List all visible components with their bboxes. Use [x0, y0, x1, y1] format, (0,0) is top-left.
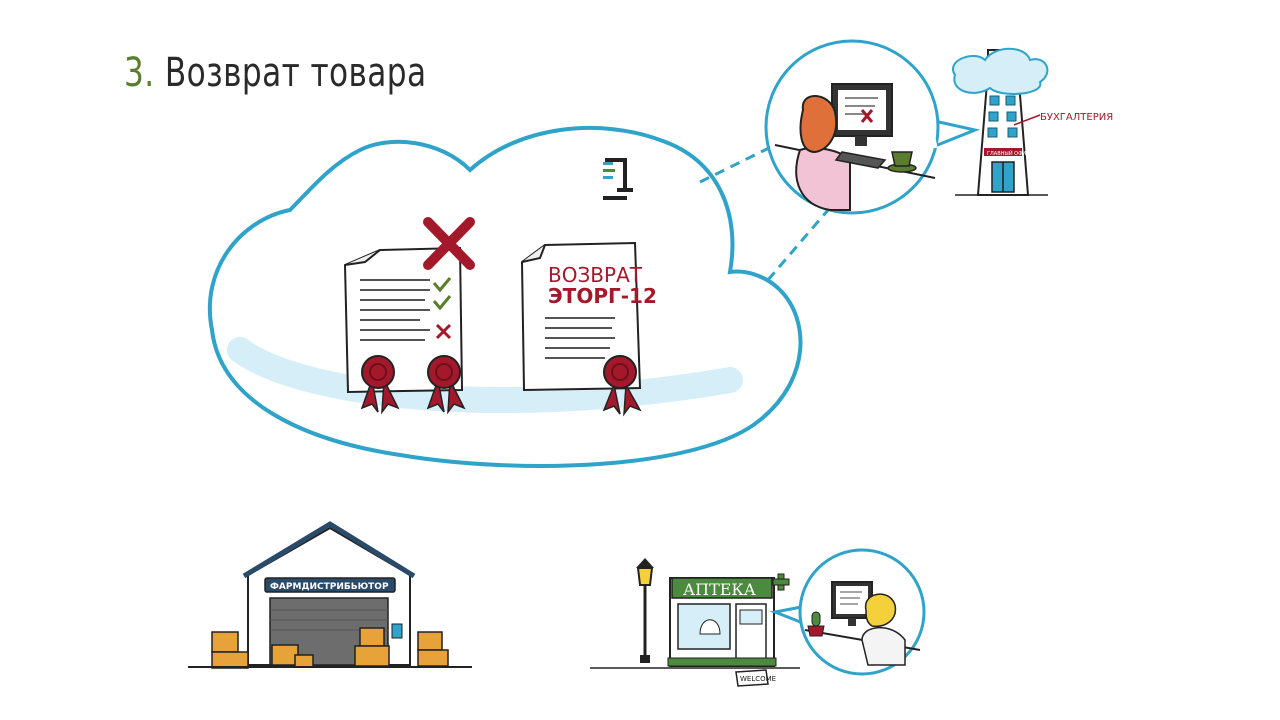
cactus-icon [807, 611, 825, 637]
connector-lines [699, 143, 830, 281]
seal-icon [602, 355, 642, 417]
lamp-icon [636, 558, 654, 663]
office-building: ГЛАВНЫЙ ОФИС БУХГАЛТЕРИЯ [952, 47, 1113, 196]
return-document: ВОЗВРАТ ЭТОРГ-12 [520, 241, 657, 417]
monitor-icon [831, 581, 873, 626]
pharmacy: АПТЕКА WELCOME [590, 558, 800, 687]
warehouse: ФАРМДИСТРИБЬЮТОР [188, 521, 472, 669]
return-doc-title: ВОЗВРАТ [548, 263, 643, 287]
office-label: БУХГАЛТЕРИЯ [1040, 112, 1113, 123]
title-text: Возврат товара [164, 50, 427, 96]
title-number: 3. [124, 50, 155, 96]
welcome-mat: WELCOME [740, 675, 776, 683]
office-bubble [764, 39, 981, 215]
seal-icon [426, 355, 466, 415]
return-doc-form: ЭТОРГ-12 [548, 284, 657, 308]
seal-icon [360, 355, 400, 415]
cup-icon [887, 151, 917, 173]
page-title: 3. Возврат товара [124, 50, 427, 96]
rejected-document [343, 217, 475, 415]
office-door-sign: ГЛАВНЫЙ ОФИС [987, 150, 1030, 157]
cross-icon [423, 217, 475, 270]
checkmark-icon [432, 277, 452, 311]
pharmacy-sign: АПТЕКА [683, 580, 756, 599]
small-cross-icon [435, 323, 452, 340]
logo-icon [603, 158, 633, 200]
cloud [207, 126, 803, 468]
monitor-icon [831, 83, 893, 146]
warehouse-sign: ФАРМДИСТРИБЬЮТОР [270, 582, 389, 592]
plus-cross-icon [772, 573, 790, 591]
pharmacy-bubble [769, 548, 926, 676]
